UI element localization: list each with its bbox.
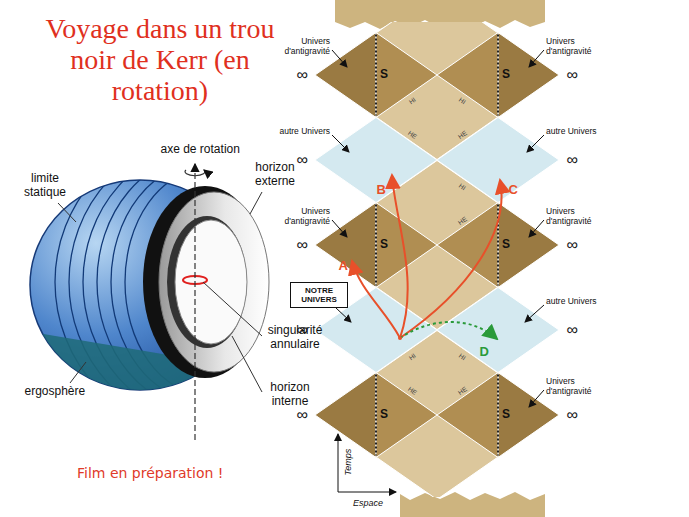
part-label: ergosphère <box>25 385 86 399</box>
axis-label: Espace <box>353 498 383 508</box>
region-label: autre Univers <box>270 127 330 137</box>
singularity-line <box>497 375 499 456</box>
torn-paper <box>400 492 545 517</box>
path-letter: B <box>377 183 386 198</box>
time-space-axes <box>338 434 396 492</box>
part-label: singularité annulaire <box>253 324 337 352</box>
region-label: Univers d'antigravité <box>546 37 606 57</box>
box-text: NOTRE UNIVERS <box>296 286 342 304</box>
axis-label: Temps <box>343 449 353 476</box>
infinity-mark: ∞ <box>567 66 578 84</box>
infinity-mark: ∞ <box>297 66 308 84</box>
singularity-region <box>437 373 498 458</box>
singularity-line <box>497 35 499 116</box>
infinity-mark: ∞ <box>297 151 308 169</box>
inner-shadow <box>167 216 247 348</box>
note: Film en préparation ! <box>77 465 223 481</box>
label-arrows <box>332 50 544 407</box>
title: Voyage dans un trou noir de Kerr (en rot… <box>29 14 291 106</box>
rotation-arrow <box>185 170 205 176</box>
infinity-mark: ∞ <box>567 406 578 424</box>
singularity-mark: S <box>502 408 510 422</box>
singularity-region <box>376 33 437 118</box>
infinity-mark: ∞ <box>297 406 308 424</box>
infinity-mark: ∞ <box>297 236 308 254</box>
singularity-mark: S <box>380 238 388 252</box>
infinity-mark: ∞ <box>567 151 578 169</box>
path-letter: A <box>339 259 348 274</box>
infinity-mark: ∞ <box>567 321 578 339</box>
universe-region <box>437 118 559 203</box>
path-letter: C <box>509 183 518 198</box>
singularity-mark: S <box>380 408 388 422</box>
region-label: Univers d'antigravité <box>546 207 606 227</box>
antigravity-region <box>315 373 376 458</box>
inner-horizon <box>175 220 247 344</box>
region-label: autre Univers <box>546 127 606 137</box>
infinity-mark: ∞ <box>567 236 578 254</box>
singularity-mark: S <box>502 238 510 252</box>
rotation-axis <box>194 164 195 440</box>
path-letter: D <box>480 345 489 360</box>
singularity-mark: S <box>380 68 388 82</box>
part-label: limite statique <box>14 172 76 200</box>
part-label: horizon interne <box>259 381 321 409</box>
region-label: Univers d'antigravité <box>270 207 330 227</box>
spacetime-regions <box>315 22 559 497</box>
region-label: autre Univers <box>546 297 606 307</box>
part-label: axe de rotation <box>161 143 240 157</box>
leader-lines <box>58 192 262 392</box>
region-label: Univers d'antigravité <box>546 377 606 397</box>
trajectories <box>352 175 502 340</box>
singularity-region <box>437 33 498 118</box>
infinity-mark: ∞ <box>297 321 308 339</box>
singularity-region <box>376 373 437 458</box>
outer-horizon <box>159 192 269 372</box>
singularity-line <box>375 35 377 116</box>
contour-lines <box>20 130 355 434</box>
universe-box: NOTRE UNIVERS <box>290 282 348 308</box>
singularity-line <box>375 375 377 456</box>
singularity-mark: S <box>502 68 510 82</box>
universe-region <box>315 118 437 203</box>
singularity-line <box>375 205 377 286</box>
region-label: Univers d'antigravité <box>270 37 330 57</box>
universe-region <box>437 288 559 373</box>
